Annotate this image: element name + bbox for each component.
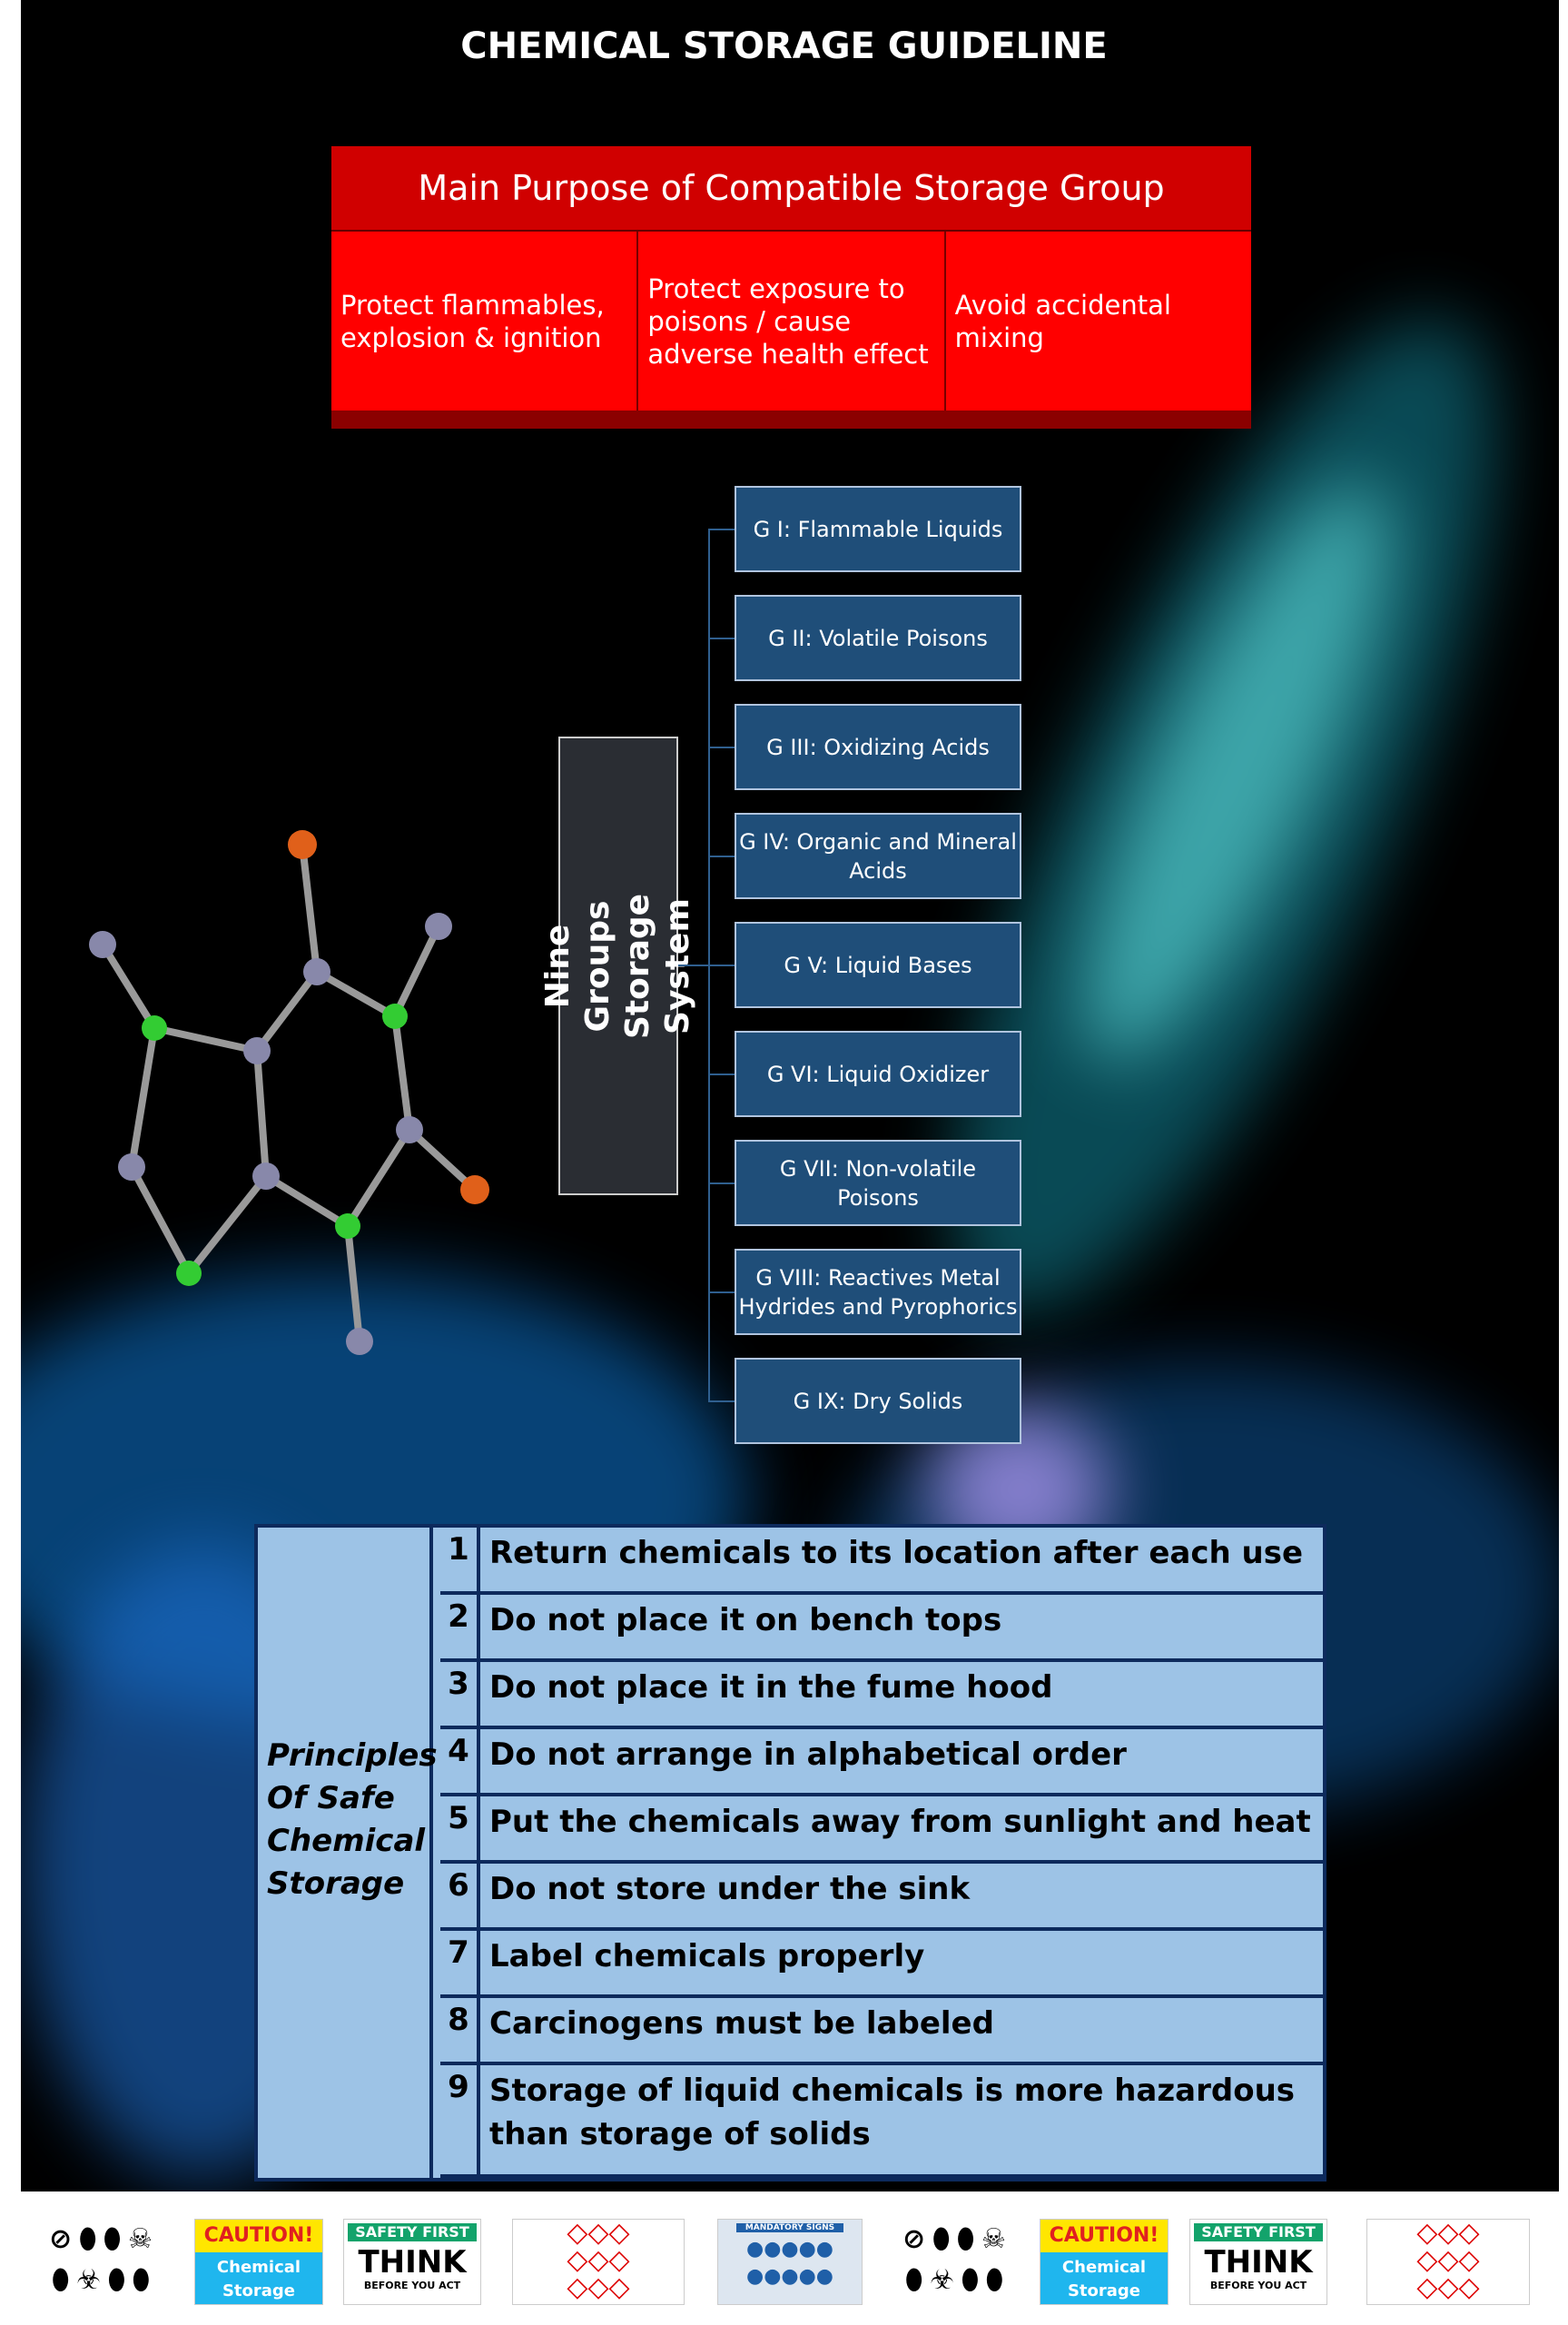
storage-group-box: G III: Oxidizing Acids bbox=[735, 704, 1021, 790]
purpose-table: Main Purpose of Compatible Storage Group… bbox=[331, 146, 1251, 429]
principle-text: Do not arrange in alphabetical order bbox=[489, 1736, 1127, 1773]
connector-line bbox=[708, 1073, 735, 1075]
connector-line bbox=[708, 1182, 735, 1184]
principle-text: Storage of liquid chemicals is more haza… bbox=[489, 2073, 1296, 2152]
purpose-item: Protect flammables, explosion & ignition bbox=[331, 232, 639, 411]
principle-text: Do not place it in the fume hood bbox=[489, 1669, 1053, 1706]
principle-number: 9 bbox=[440, 2065, 480, 2174]
connector-line bbox=[708, 529, 735, 530]
purpose-item: Protect exposure to poisons / cause adve… bbox=[638, 232, 946, 411]
hazard-symbols-sign: ⊘⬮⬮☠⬮☣⬮⬮ bbox=[36, 2219, 173, 2305]
storage-group-box: G II: Volatile Poisons bbox=[735, 595, 1021, 681]
principle-text: Do not store under the sink bbox=[489, 1871, 971, 1907]
caution-sign: CAUTION! Chemical Storage bbox=[194, 2219, 323, 2305]
principle-number: 7 bbox=[440, 1931, 480, 1994]
ghs-pictograms-sign: ◇◇◇◇◇◇◇◇◇ bbox=[1366, 2219, 1530, 2305]
safety-signs-strip: ⊘⬮⬮☠⬮☣⬮⬮ CAUTION! Chemical Storage SAFET… bbox=[0, 2219, 1568, 2310]
storage-group-box: G VI: Liquid Oxidizer bbox=[735, 1031, 1021, 1117]
purpose-header: Main Purpose of Compatible Storage Group bbox=[331, 146, 1251, 232]
principle-text: Label chemicals properly bbox=[489, 1938, 925, 1974]
connector-line bbox=[708, 747, 735, 748]
page-title: CHEMICAL STORAGE GUIDELINE bbox=[460, 25, 1108, 67]
principle-number: 5 bbox=[440, 1796, 480, 1860]
principles-label: Principles Of Safe Chemical Storage bbox=[258, 1528, 438, 2178]
storage-group-box: G IX: Dry Solids bbox=[735, 1358, 1021, 1444]
principle-number: 4 bbox=[440, 1729, 480, 1793]
principle-number: 3 bbox=[440, 1662, 480, 1726]
connector-line bbox=[708, 856, 735, 857]
storage-group-box: G VII: Non-volatile Poisons bbox=[735, 1140, 1021, 1226]
principle-text: Do not place it on bench tops bbox=[489, 1602, 1002, 1638]
connector-line bbox=[678, 965, 708, 966]
storage-group-box: G V: Liquid Bases bbox=[735, 922, 1021, 1008]
safety-first-sign: SAFETY FIRST THINK BEFORE YOU ACT bbox=[1189, 2219, 1327, 2305]
connector-line bbox=[708, 1400, 735, 1402]
connector-line bbox=[708, 1291, 735, 1293]
hazard-symbols-sign: ⊘⬮⬮☠⬮☣⬮⬮ bbox=[890, 2219, 1026, 2305]
safety-first-sign: SAFETY FIRST THINK BEFORE YOU ACT bbox=[343, 2219, 481, 2305]
principle-text: Put the chemicals away from sunlight and… bbox=[489, 1804, 1311, 1840]
principle-number: 1 bbox=[440, 1528, 480, 1591]
storage-group-box: G IV: Organic and Mineral Acids bbox=[735, 813, 1021, 899]
nine-groups-label: Nine Groups Storage System bbox=[539, 893, 696, 1039]
purpose-item: Avoid accidental mixing bbox=[945, 232, 1251, 411]
storage-group-box: G VIII: Reactives Metal Hydrides and Pyr… bbox=[735, 1249, 1021, 1335]
ghs-pictograms-sign: ◇◇◇◇◇◇◇◇◇ bbox=[512, 2219, 685, 2305]
connector-line bbox=[708, 965, 735, 966]
storage-group-box: G I: Flammable Liquids bbox=[735, 486, 1021, 572]
connector-line bbox=[708, 638, 735, 639]
molecule-illustration bbox=[89, 830, 489, 1355]
caution-sign: CAUTION! Chemical Storage bbox=[1040, 2219, 1169, 2305]
principle-number: 2 bbox=[440, 1595, 480, 1658]
principle-text: Return chemicals to its location after e… bbox=[489, 1535, 1304, 1571]
principle-text: Carcinogens must be labeled bbox=[489, 2005, 994, 2042]
mandatory-signs-poster: MANDATORY SIGNS ●●●●●●●●●● bbox=[717, 2219, 863, 2305]
principle-number: 8 bbox=[440, 1998, 480, 2062]
nine-groups-label-box: Nine Groups Storage System bbox=[539, 737, 696, 1195]
principle-number: 6 bbox=[440, 1864, 480, 1927]
